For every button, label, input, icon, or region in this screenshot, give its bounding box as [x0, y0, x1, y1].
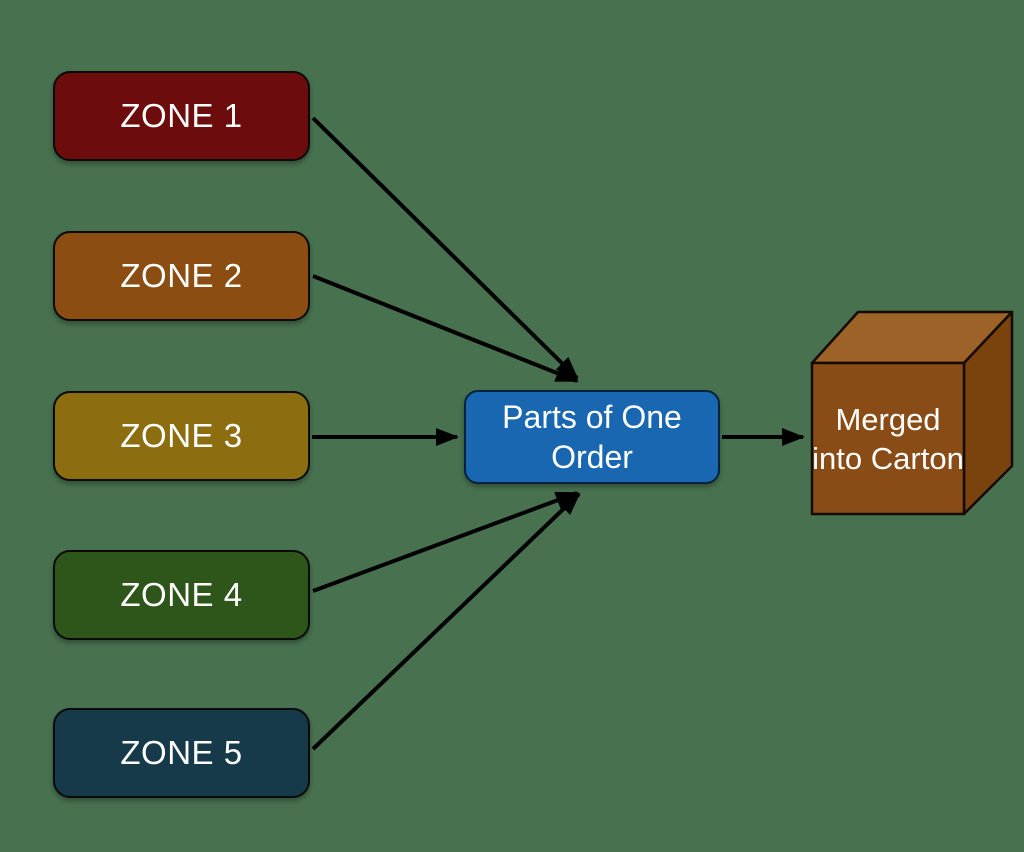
parts-of-one-order-box: Parts of One Order — [464, 390, 720, 484]
parts-of-one-order-label: Parts of One Order — [502, 399, 682, 475]
zone-1-box: ZONE 1 — [53, 71, 310, 161]
zone-1-label: ZONE 1 — [120, 97, 243, 134]
arrow-zone4-to-order — [312, 491, 579, 593]
zone-3-label: ZONE 3 — [120, 417, 243, 454]
arrow-zone2-to-order — [312, 274, 579, 383]
zone-5-box: ZONE 5 — [53, 708, 310, 798]
zone-4-box: ZONE 4 — [53, 550, 310, 640]
arrow-zone1-to-order — [311, 116, 579, 380]
zone-2-label: ZONE 2 — [120, 257, 243, 294]
zone-4-label: ZONE 4 — [120, 576, 243, 613]
carton-side-face — [962, 310, 1014, 516]
carton-top-face — [810, 310, 1014, 365]
zone-3-box: ZONE 3 — [53, 391, 310, 481]
carton-label: Merged into Carton — [812, 402, 964, 476]
zone-2-box: ZONE 2 — [53, 231, 310, 321]
zone-5-label: ZONE 5 — [120, 734, 243, 771]
arrow-zone5-to-order — [311, 492, 581, 751]
